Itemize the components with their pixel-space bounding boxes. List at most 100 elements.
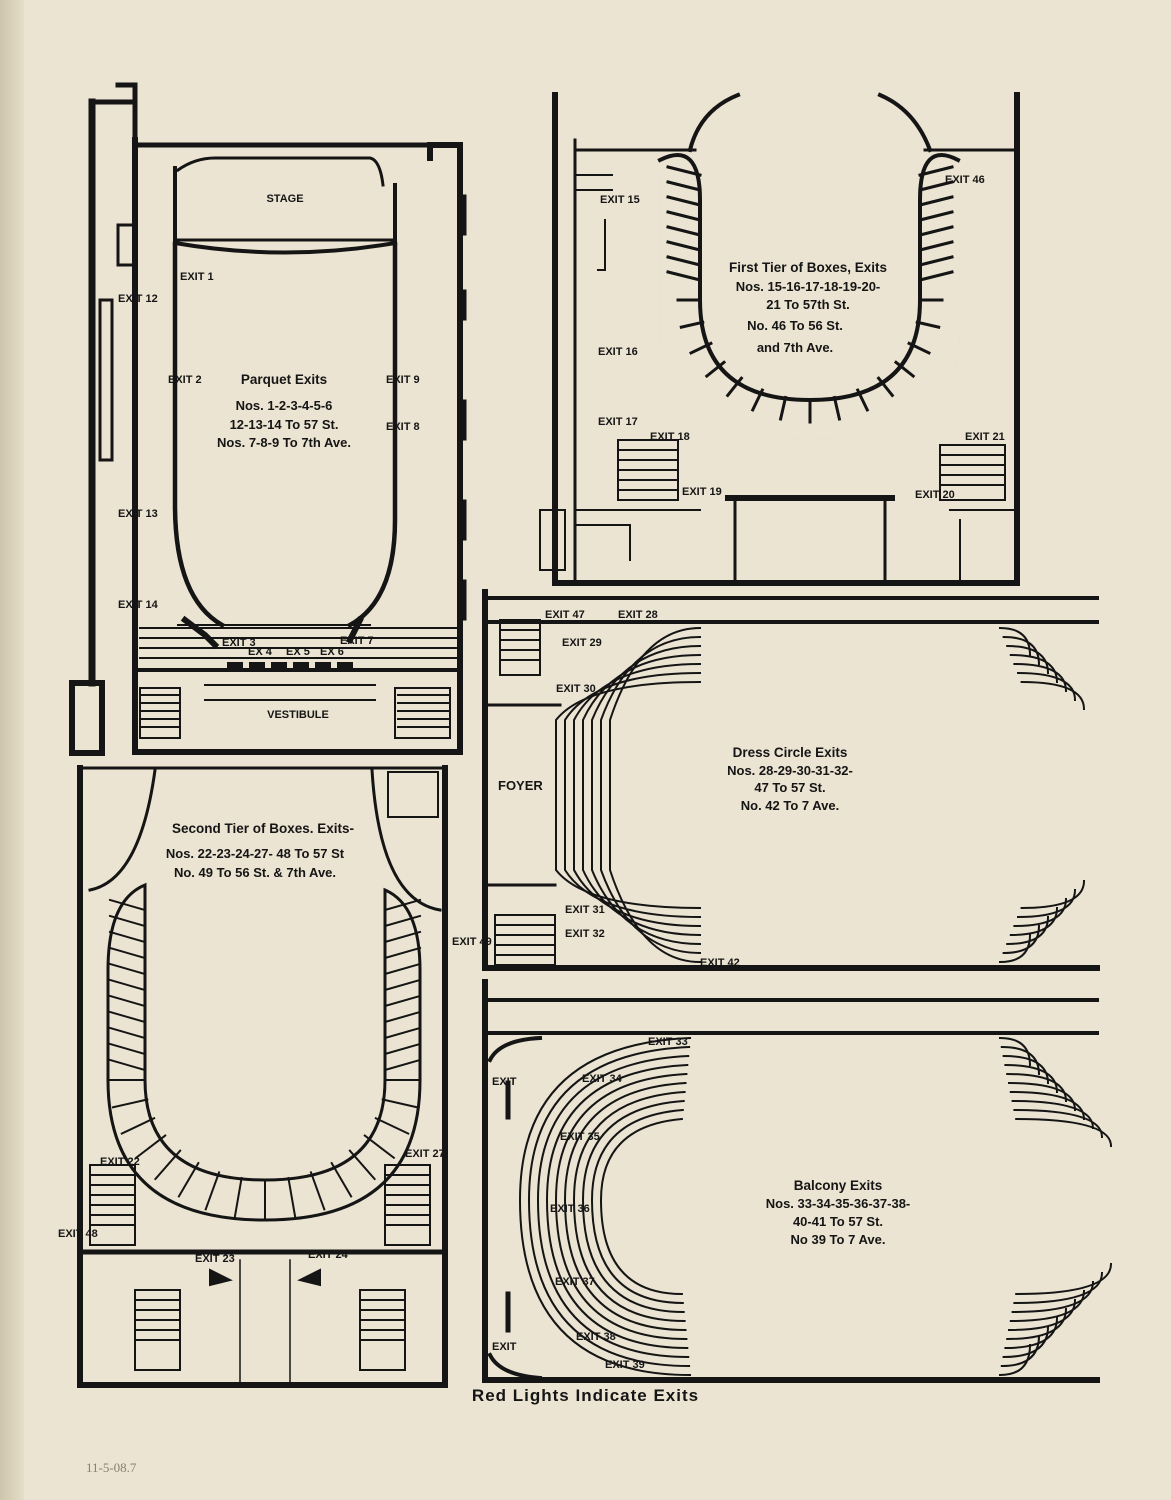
exit-label: EXIT 34 — [582, 1073, 623, 1085]
box-partition — [918, 210, 954, 222]
box-partition — [666, 225, 702, 237]
box-partition — [666, 270, 702, 282]
balcony-line-1: Nos. 33-34-35-36-37-38- — [766, 1196, 911, 1211]
vestibule-label: VESTIBULE — [267, 709, 329, 721]
handwritten-note: 11-5-08.7 — [86, 1460, 137, 1475]
box-partition — [383, 1010, 422, 1024]
box-partition — [666, 210, 702, 222]
exit-label: EXIT 37 — [555, 1276, 595, 1288]
exit-label: EXIT 8 — [386, 421, 420, 433]
box-partition — [666, 240, 702, 252]
dress-circle-tier — [591, 644, 1050, 946]
exit-label: EXIT 36 — [550, 1203, 590, 1215]
box-partition — [855, 388, 870, 412]
balcony-tier — [998, 1036, 1032, 1067]
first-tier-line-3: No. 46 To 56 St. — [747, 318, 843, 333]
first-tier-line-4: and 7th Ave. — [757, 340, 833, 355]
box-partition — [108, 946, 147, 960]
balcony-tier — [536, 1054, 690, 1359]
box-partition — [383, 962, 422, 976]
exit-label: EXIT 21 — [965, 431, 1005, 443]
balcony-tier — [554, 1072, 688, 1341]
box-partition — [287, 1176, 297, 1219]
box-partition — [108, 994, 147, 1008]
exit-label: EXIT 27 — [405, 1148, 445, 1160]
box-partition — [383, 946, 422, 960]
exit-label: EXIT 7 — [340, 635, 374, 647]
binding-edge — [0, 0, 24, 1500]
dress-circle-labels: FOYER Dress Circle Exits Nos. 28-29-30-3… — [498, 609, 853, 969]
exit-label: EXIT 9 — [386, 374, 420, 386]
exit-label: EXIT 30 — [556, 683, 596, 695]
box-partition — [108, 978, 147, 992]
box-partition — [383, 898, 422, 912]
box-partition — [383, 914, 422, 928]
balcony-tier — [1009, 1090, 1086, 1121]
dress-circle-plan — [482, 589, 1100, 971]
first-tier-labels: First Tier of Boxes, Exits Nos. 15-16-17… — [598, 174, 1005, 501]
balcony-tier — [572, 1090, 686, 1323]
exit-label: EXIT 35 — [560, 1131, 600, 1143]
dress-circle-tier — [564, 671, 1077, 919]
box-partition — [381, 1098, 419, 1109]
box-partition — [725, 376, 744, 398]
box-partition — [918, 180, 954, 192]
balcony-plan — [482, 979, 1100, 1383]
exit-label: EXIT 14 — [118, 599, 159, 611]
box-partition — [108, 914, 147, 928]
exit-label: EX 4 — [248, 646, 273, 658]
box-partition — [679, 320, 705, 329]
page-caption: Red Lights Indicate Exits — [471, 1386, 700, 1405]
first-tier-line-1: Nos. 15-16-17-18-19-20- — [736, 279, 881, 294]
balcony-tier — [527, 1045, 691, 1368]
box-partition — [108, 1042, 147, 1056]
parquet-labels: STAGE VESTIBULE Parquet Exits Nos. 1-2-3… — [118, 193, 420, 721]
dress-circle-tier — [573, 662, 1068, 928]
exit-label: EXIT 20 — [915, 489, 955, 501]
box-partition — [363, 1134, 396, 1160]
first-tier-plan — [539, 92, 1020, 586]
parquet-title: Parquet Exits — [241, 372, 327, 387]
box-partition — [918, 270, 954, 282]
exit-label: EXIT — [492, 1076, 517, 1088]
box-partition — [666, 180, 702, 192]
exit-label: EXIT 33 — [648, 1036, 688, 1048]
exit-label: EXIT 47 — [545, 609, 585, 621]
balcony-tier — [1004, 1063, 1059, 1094]
balcony-tier — [1007, 1298, 1077, 1332]
first-tier-title: First Tier of Boxes, Exits — [729, 260, 887, 275]
exit-label: EXIT 48 — [58, 1228, 98, 1240]
balcony-tier — [1015, 1262, 1113, 1296]
balcony-title: Balcony Exits — [794, 1178, 883, 1193]
box-partition — [383, 994, 422, 1008]
second-tier-plan — [77, 765, 448, 1388]
parquet-line-3: Nos. 7-8-9 To 7th Ave. — [217, 435, 351, 450]
dress-circle-title: Dress Circle Exits — [733, 745, 848, 760]
box-partition — [915, 320, 941, 329]
second-tier-line-1: Nos. 22-23-24-27- 48 To 57 St — [166, 846, 345, 861]
box-partition — [383, 930, 422, 944]
exit-label: EXIT 38 — [576, 1331, 616, 1343]
box-partition — [778, 395, 788, 421]
exit-label: EXIT 28 — [618, 609, 658, 621]
box-partition — [108, 1026, 147, 1040]
box-partition — [134, 1134, 167, 1160]
parquet-plan — [69, 82, 467, 756]
exit-label: EXIT 18 — [650, 431, 690, 443]
dress-circle-line-2: 47 To 57 St. — [754, 780, 825, 795]
balcony-tier — [563, 1081, 687, 1332]
box-partition — [907, 341, 931, 355]
exit-label: EX 6 — [320, 646, 344, 658]
balcony-tier — [1013, 1271, 1104, 1305]
box-partition — [374, 1116, 410, 1135]
exit-label: EXIT 12 — [118, 293, 158, 305]
parquet-line-2: 12-13-14 To 57 St. — [230, 417, 339, 432]
second-tier-title: Second Tier of Boxes. Exits- — [172, 821, 354, 836]
balcony-tier — [1011, 1280, 1095, 1314]
exit-label: EXIT 3 — [222, 637, 256, 649]
exit-label: EXIT 23 — [195, 1253, 235, 1265]
box-partition — [383, 978, 422, 992]
box-partition — [918, 225, 954, 237]
box-partition — [348, 1149, 377, 1181]
